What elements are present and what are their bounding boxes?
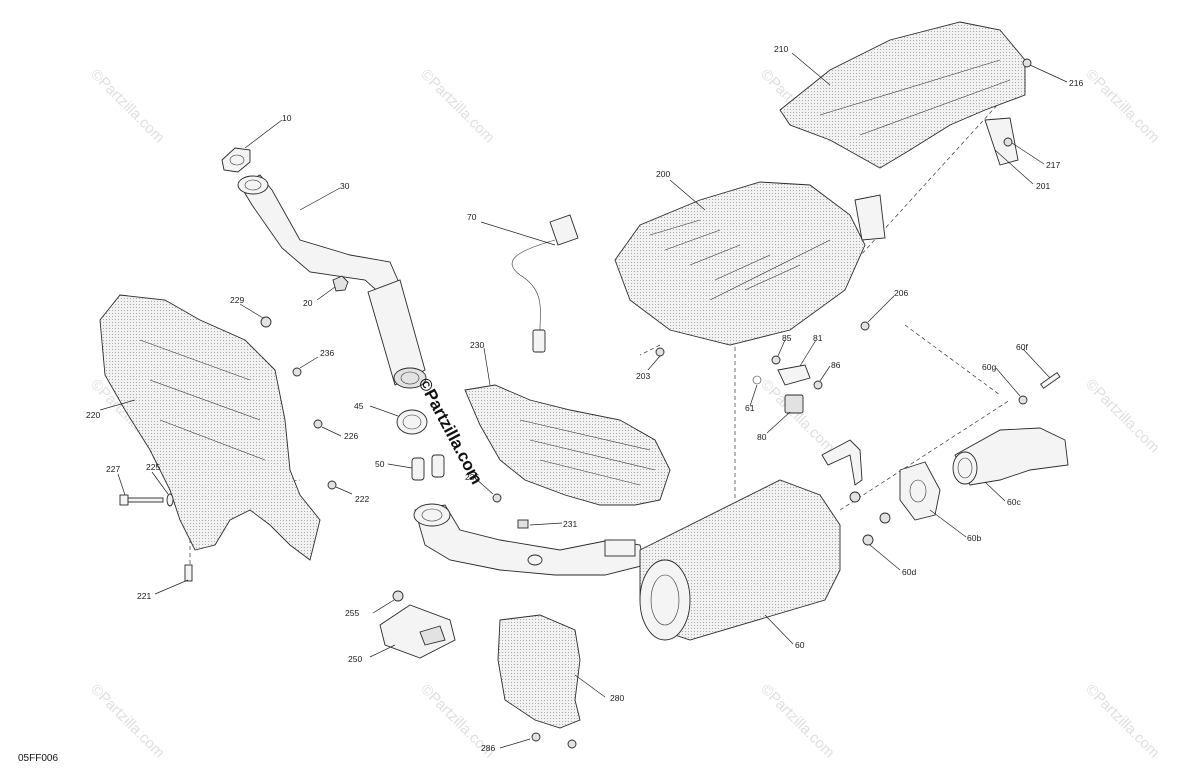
callout-10[interactable]: 10 <box>282 113 292 123</box>
part-255-nut[interactable] <box>392 590 404 602</box>
part-210-upper-heat-shield[interactable] <box>779 21 1026 241</box>
part-80-sensor[interactable] <box>784 394 804 414</box>
callout-236-a[interactable]: 236 <box>320 348 334 358</box>
callout-81[interactable]: 81 <box>813 333 823 343</box>
callout-203[interactable]: 203 <box>636 371 650 381</box>
part-216-screw[interactable] <box>1022 58 1032 68</box>
part-50-clamps[interactable] <box>411 454 445 481</box>
watermark-10: ©Partzilla.com <box>757 681 838 762</box>
callout-86[interactable]: 86 <box>831 360 841 370</box>
part-60d-nut-1[interactable] <box>849 491 861 503</box>
part-226-nut[interactable] <box>313 419 323 429</box>
part-280-bracket[interactable] <box>497 614 581 729</box>
part-203-nut[interactable] <box>655 347 665 357</box>
callout-255[interactable]: 255 <box>345 608 359 618</box>
part-236-nut-b[interactable] <box>492 493 502 503</box>
callout-250[interactable]: 250 <box>348 654 362 664</box>
lower-pipe[interactable] <box>413 503 646 576</box>
callout-210[interactable]: 210 <box>774 44 788 54</box>
part-60f-bolt[interactable] <box>1040 371 1061 389</box>
callout-60f[interactable]: 60f <box>1016 342 1028 352</box>
callout-231[interactable]: 231 <box>563 519 577 529</box>
part-220-left-heat-shield[interactable] <box>99 294 321 561</box>
callout-60d[interactable]: 60d <box>902 567 916 577</box>
part-286-screw-1[interactable] <box>531 732 541 742</box>
callout-45[interactable]: 45 <box>354 401 364 411</box>
callout-222[interactable]: 222 <box>355 494 369 504</box>
part-229-nut[interactable] <box>260 316 272 328</box>
watermark-7: ©Partzilla.com <box>1082 376 1163 457</box>
part-60-muffler[interactable] <box>639 439 863 641</box>
part-86-nut[interactable] <box>813 380 823 390</box>
part-206-screw[interactable] <box>860 321 870 331</box>
callout-216[interactable]: 216 <box>1069 78 1083 88</box>
callout-280[interactable]: 280 <box>610 693 624 703</box>
callout-206[interactable]: 206 <box>894 288 908 298</box>
callout-70[interactable]: 70 <box>467 212 477 222</box>
callout-221[interactable]: 221 <box>137 591 151 601</box>
callout-60c[interactable]: 60c <box>1007 497 1021 507</box>
part-10-gasket[interactable] <box>221 147 251 173</box>
callout-230[interactable]: 230 <box>470 340 484 350</box>
callout-227[interactable]: 227 <box>106 464 120 474</box>
part-60d-nut-2[interactable] <box>879 512 891 524</box>
callout-30[interactable]: 30 <box>340 181 350 191</box>
callout-229[interactable]: 229 <box>230 295 244 305</box>
part-85-screw[interactable] <box>771 355 781 365</box>
watermark-8: ©Partzilla.com <box>87 681 168 762</box>
part-230-middle-heat-shield[interactable] <box>464 384 671 506</box>
part-225-washer[interactable] <box>166 493 174 507</box>
callout-217[interactable]: 217 <box>1046 160 1060 170</box>
callout-61[interactable]: 61 <box>745 403 755 413</box>
part-61-clip[interactable] <box>752 375 762 385</box>
callout-60g[interactable]: 60g <box>982 362 996 372</box>
callout-60b[interactable]: 60b <box>967 533 981 543</box>
part-217-nut[interactable] <box>1003 137 1013 147</box>
callout-225[interactable]: 225 <box>146 462 160 472</box>
part-221-fastener[interactable] <box>184 564 193 582</box>
part-200-heat-shield[interactable] <box>614 181 866 346</box>
part-231-clip[interactable] <box>517 519 529 529</box>
callout-236-b[interactable]: 236 <box>465 472 479 482</box>
watermark-11: ©Partzilla.com <box>1082 681 1163 762</box>
callout-85[interactable]: 85 <box>782 333 792 343</box>
callout-201[interactable]: 201 <box>1036 181 1050 191</box>
part-227-bolt[interactable] <box>119 494 164 506</box>
watermark-1: ©Partzilla.com <box>87 66 168 147</box>
callout-60[interactable]: 60 <box>795 640 805 650</box>
callout-226[interactable]: 226 <box>344 431 358 441</box>
part-250-bracket[interactable] <box>379 604 456 659</box>
part-20-nut[interactable] <box>332 275 349 292</box>
watermark-6: ©Partzilla.com <box>757 376 838 457</box>
part-60d-nut-3[interactable] <box>862 534 874 546</box>
callout-50[interactable]: 50 <box>375 459 385 469</box>
part-60b-gasket[interactable] <box>899 461 941 521</box>
part-60g-washer[interactable] <box>1018 395 1028 405</box>
part-81-bracket[interactable] <box>777 364 811 386</box>
diagram-code: 05FF006 <box>18 753 59 764</box>
part-222-nut[interactable] <box>327 480 337 490</box>
callout-200[interactable]: 200 <box>656 169 670 179</box>
callout-286[interactable]: 286 <box>481 743 495 753</box>
part-30-exhaust-pipe[interactable] <box>237 174 427 389</box>
watermark-4: ©Partzilla.com <box>1082 66 1163 147</box>
callouts: 10 30 20 70 200 210 216 217 201 206 203 … <box>86 44 1083 753</box>
part-60c-tailpipe[interactable] <box>952 427 1069 486</box>
callout-220[interactable]: 220 <box>86 410 100 420</box>
callout-80[interactable]: 80 <box>757 432 767 442</box>
part-70-oxygen-sensor[interactable] <box>511 214 579 353</box>
part-286-screw-2[interactable] <box>567 739 577 749</box>
part-236-nut-a[interactable] <box>292 367 302 377</box>
leader-lines <box>99 52 1068 749</box>
watermark-2: ©Partzilla.com <box>417 66 498 147</box>
part-45-seal-ring[interactable] <box>396 409 428 435</box>
callout-20[interactable]: 20 <box>303 298 313 308</box>
